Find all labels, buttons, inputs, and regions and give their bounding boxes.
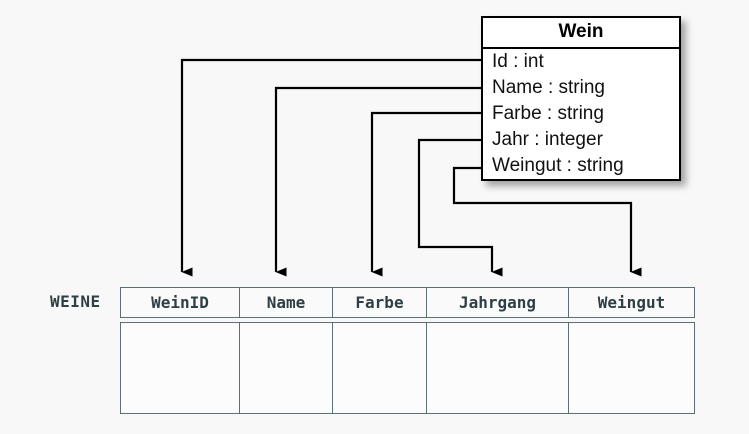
column-header-name[interactable]: Name (240, 288, 333, 317)
connector-farbe-to-farbe (370, 111, 481, 277)
column-header-farbe[interactable]: Farbe (333, 288, 427, 317)
class-attribute-list: Id : int Name : string Farbe : string Ja… (483, 49, 679, 179)
column-header-weinid[interactable]: WeinID (121, 288, 240, 317)
class-title: Wein (483, 18, 679, 49)
table-cell-weinid[interactable] (121, 323, 240, 413)
connector-name-to-name (274, 86, 481, 277)
column-header-jahrgang[interactable]: Jahrgang (427, 288, 569, 317)
table-cell-jahrgang[interactable] (427, 323, 569, 413)
table-cell-name[interactable] (240, 323, 333, 413)
class-attribute-farbe: Farbe : string (492, 103, 604, 124)
column-header-weingut[interactable]: Weingut (597, 293, 666, 312)
connector-id-to-weinid (180, 58, 481, 277)
connector-weingut-to-weingut (452, 166, 642, 277)
relation-name-label: WEINE (50, 292, 101, 311)
table-header-row: WeinID Name Farbe Jahrgang Weingut (120, 287, 695, 318)
table-cell-farbe[interactable] (333, 323, 427, 413)
table-row[interactable] (120, 322, 695, 414)
class-attribute-jahr: Jahr : integer (492, 129, 603, 150)
connector-jahr-to-jahrgang (417, 138, 503, 277)
class-attribute-weingut: Weingut : string (492, 155, 624, 176)
relation-table-weine[interactable]: WeinID Name Farbe Jahrgang Weingut (120, 287, 695, 414)
uml-class-box-wein[interactable]: Wein Id : int Name : string Farbe : stri… (481, 16, 681, 181)
class-attribute-id: Id : int (492, 51, 544, 72)
table-cell-weingut[interactable] (569, 323, 694, 413)
class-attribute-name: Name : string (492, 77, 605, 98)
